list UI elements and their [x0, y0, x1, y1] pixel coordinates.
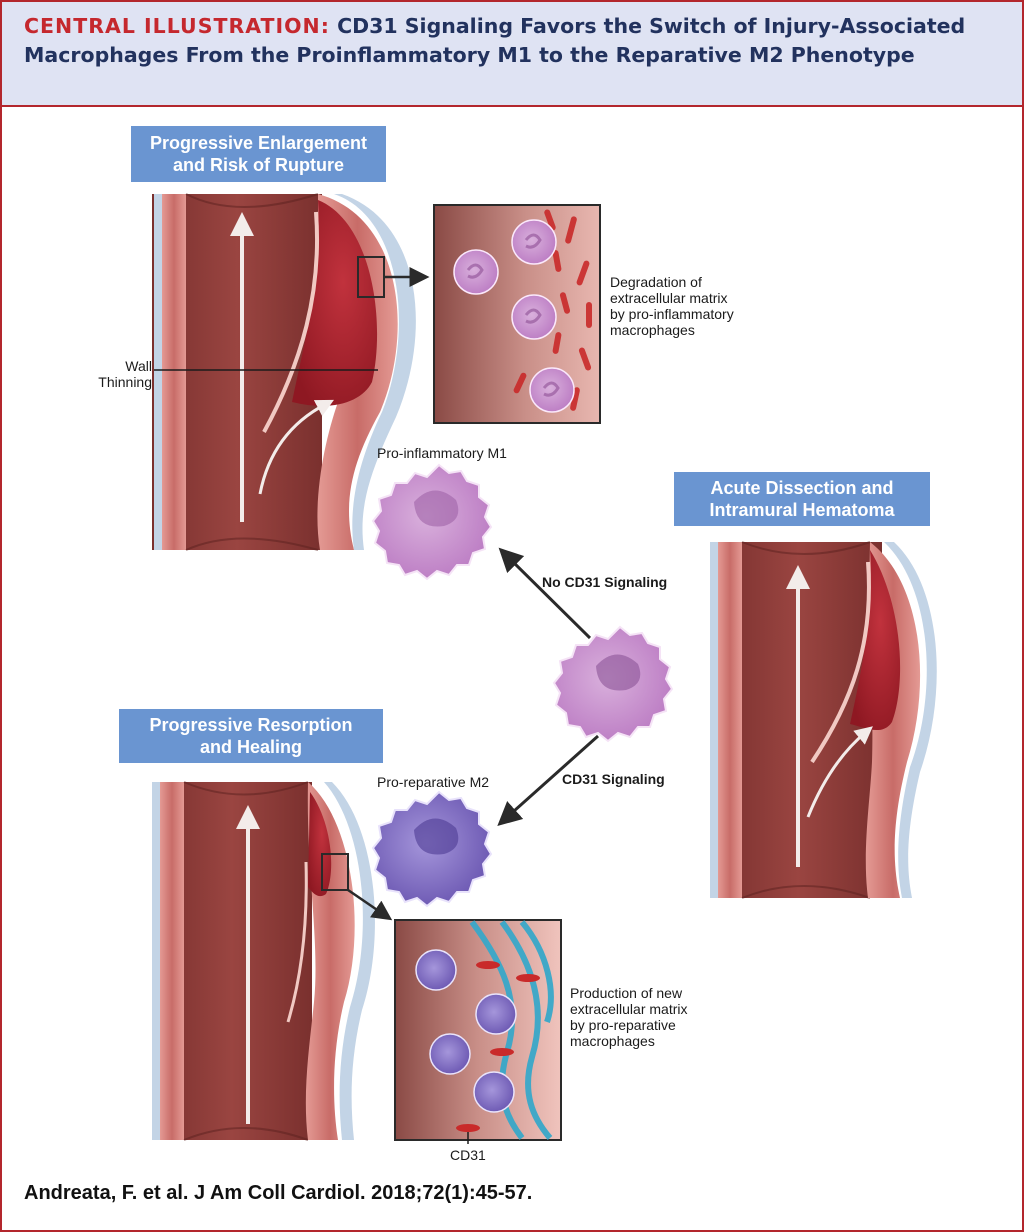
macrophage-m1 [371, 463, 493, 581]
pro-inflammatory-label: Pro-inflammatory M1 [377, 445, 507, 461]
macrophage-m2 [371, 790, 493, 908]
hematoma-enlargement [292, 200, 378, 406]
panel-title-resorption: Progressive Resorption and Healing [119, 709, 383, 763]
illustration-title: CD31 Signaling Favors the Switch of Inju… [24, 14, 966, 67]
panel-title-dissection: Acute Dissection and Intramural Hematoma [674, 472, 930, 526]
cd31-arrow [497, 734, 599, 826]
illustration-label: CENTRAL ILLUSTRATION: [24, 14, 330, 38]
panel-title-enlargement: Progressive Enlargement and Risk of Rupt… [131, 126, 386, 182]
header: CENTRAL ILLUSTRATION: CD31 Signaling Fav… [2, 2, 1022, 107]
degradation-label: Degradation of extracellular matrix by p… [610, 274, 734, 338]
no-cd31-label: No CD31 Signaling [542, 574, 668, 590]
inset-production [394, 919, 562, 1144]
page-title: CENTRAL ILLUSTRATION: CD31 Signaling Fav… [24, 12, 1004, 70]
inset-degradation [433, 204, 601, 424]
vessel-enlargement [152, 193, 430, 551]
vessel-resorption [152, 781, 393, 1141]
macrophage-naive [552, 625, 674, 743]
wall-thinning-label: Wall Thinning [98, 358, 152, 390]
hematoma-resorption [308, 792, 332, 897]
citation: Andreata, F. et al. J Am Coll Cardiol. 2… [24, 1182, 533, 1204]
hematoma-dissection [850, 550, 901, 731]
zoom-box-resorption [321, 853, 349, 891]
no-cd31-arrow [498, 547, 592, 640]
cd31-signaling-label: CD31 Signaling [562, 771, 665, 787]
vessel-dissection [710, 541, 937, 899]
pro-reparative-label: Pro-reparative M2 [377, 774, 490, 790]
cd31-label: CD31 [450, 1147, 486, 1163]
production-label: Production of new extracellular matrix b… [570, 985, 688, 1049]
